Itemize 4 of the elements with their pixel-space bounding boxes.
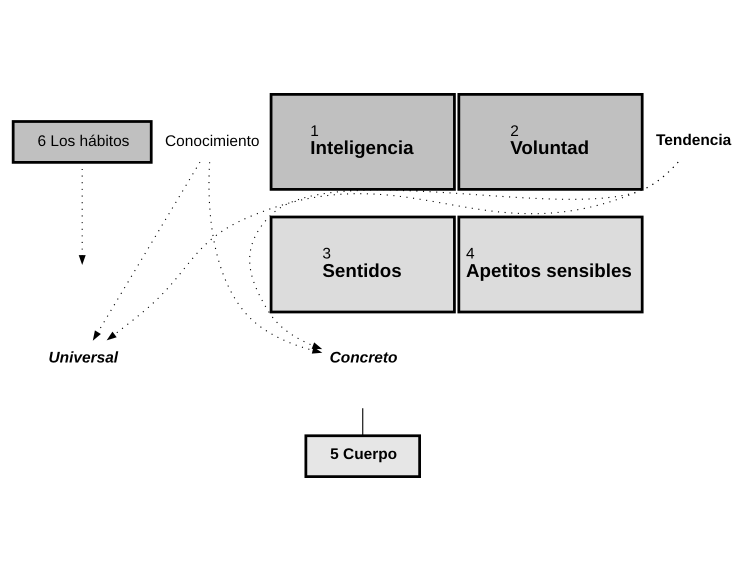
node-text: Tendencia — [656, 131, 732, 148]
node-text: Universal — [48, 348, 118, 366]
node-text: Concreto — [330, 348, 398, 366]
node-text: Conocimiento — [165, 132, 260, 150]
